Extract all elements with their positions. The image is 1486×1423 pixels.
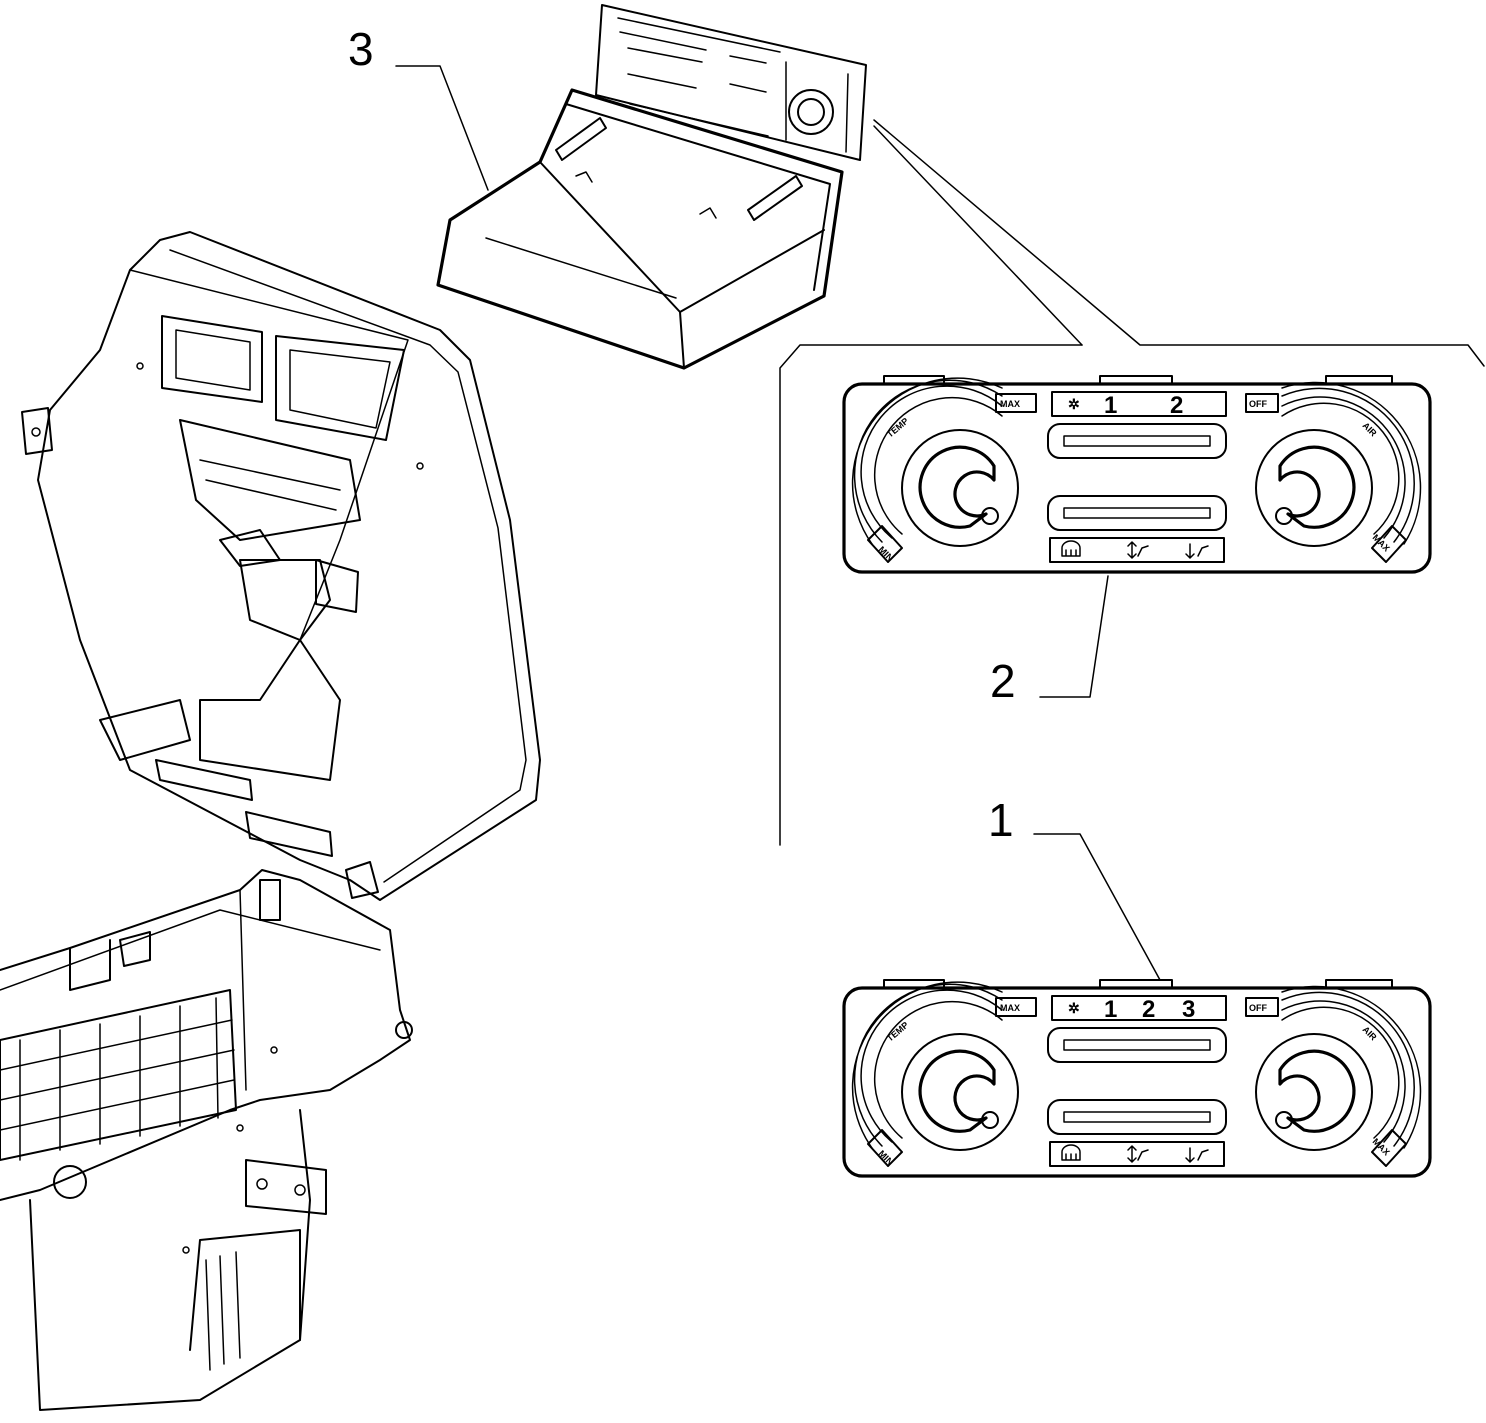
panel-2-temp-min: MIN: [877, 544, 896, 563]
panel-1-climate-control: MAX TEMP MIN ✲ 1 2 3 OFF AIR MAX: [842, 979, 1432, 1178]
panel-1-fan-speed-1: 1: [1104, 996, 1117, 1023]
panel-2-temp-max: MAX: [1000, 399, 1020, 409]
panel-2-defrost-icon: [1061, 540, 1081, 557]
leader-line-2: [1039, 575, 1109, 698]
panel-2-climate-control: MAX TEMP MIN ✲ 1 2 OFF AIR: [842, 375, 1432, 574]
panel-2-air-off: OFF: [1249, 399, 1267, 409]
panel-1-air-off: OFF: [1249, 1003, 1267, 1013]
callout-3: 3: [348, 23, 374, 75]
dashboard-duct-structure: [0, 869, 413, 1411]
panel-1-face-feet-icon: [1127, 1145, 1149, 1163]
panel-2-fan-speed-2: 2: [1170, 392, 1183, 419]
panel-2-air-label: AIR: [1361, 420, 1379, 438]
panel-2-feet-icon: [1185, 543, 1209, 559]
panel-1-fan-speed-3: 3: [1182, 996, 1195, 1023]
panel-1-fan-speed-2: 2: [1142, 996, 1155, 1023]
leader-line-1: [1033, 833, 1161, 981]
part-3-bezel-housing: [436, 4, 867, 370]
panel-2-face-feet-icon: [1127, 541, 1149, 559]
panel-1-temp-min: MIN: [877, 1148, 896, 1167]
panel-1-fan-icon: ✲: [1068, 1000, 1080, 1016]
panel-2-fan-icon: ✲: [1068, 396, 1080, 412]
callout-1: 1: [988, 794, 1014, 846]
panel-1-air-label: AIR: [1361, 1024, 1379, 1042]
panel-1-defrost-icon: [1061, 1144, 1081, 1161]
callout-2: 2: [990, 655, 1016, 707]
center-console-structure: [21, 231, 541, 901]
detail-pointer-lines: [873, 119, 1485, 367]
panel-2-fan-speed-1: 1: [1104, 392, 1117, 419]
svg-text:✲: ✲: [1068, 1000, 1080, 1016]
panel-1-temp-max: MAX: [1000, 1003, 1020, 1013]
detail-frame: [779, 344, 1083, 846]
svg-text:✲: ✲: [1068, 396, 1080, 412]
panel-1-feet-icon: [1185, 1147, 1209, 1163]
leader-line-3: [395, 65, 489, 191]
